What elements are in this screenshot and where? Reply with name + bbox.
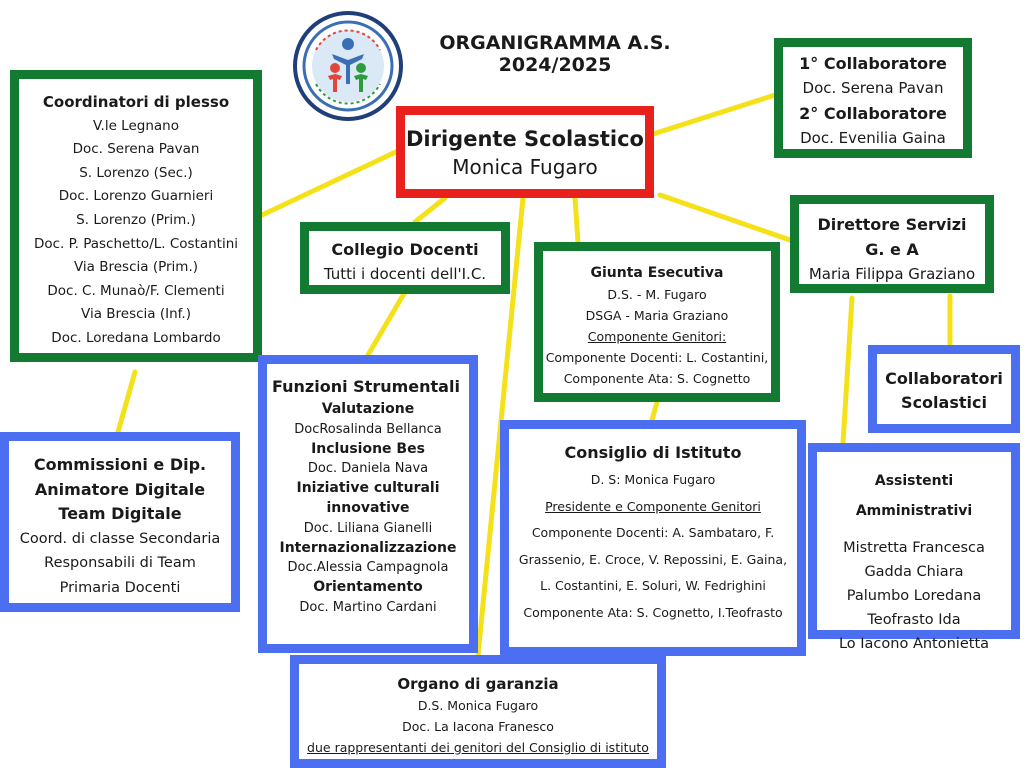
collaboratori-box: 1° Collaboratore Doc. Serena Pavan 2° Co…	[774, 38, 972, 158]
consiglio-line: Grassenio, E. Croce, V. Repossini, E. Ga…	[518, 551, 788, 567]
coordinatori-line: S. Lorenzo (Prim.)	[76, 211, 196, 228]
first-collaboratore-title: 1° Collaboratore	[799, 54, 947, 73]
dirigente-title: Dirigente Scolastico	[406, 127, 644, 151]
connector-giunta	[572, 195, 581, 245]
coordinatori-line: Doc. Serena Pavan	[72, 141, 200, 158]
assistenti-name: Gadda Chiara	[864, 564, 964, 580]
second-collaboratore-name: Doc. Evenilia Gaina	[800, 129, 946, 147]
coordinatori-title: Coordinatori di plesso	[42, 93, 230, 111]
giunta-title: Giunta Esecutiva	[590, 265, 724, 281]
coordinatori-box: Coordinatori di plesso V.le Legnano Doc.…	[10, 70, 262, 362]
giunta-genitori: Componente Genitori:	[587, 329, 727, 344]
collab-scol-line: Collaboratori	[885, 369, 1003, 388]
coordinatori-line: Doc. P. Paschetto/L. Costantini	[33, 235, 239, 252]
consiglio-genitori: Presidente e Componente Genitori	[545, 498, 761, 514]
connector-commissioni	[115, 369, 138, 435]
connector-collaboratori	[647, 92, 778, 138]
assistenti-name: Teofrasto Ida	[867, 612, 961, 628]
direttore-title-2: G. e A	[865, 240, 919, 259]
giunta-line: DSGA - Maria Graziano	[585, 308, 729, 323]
consiglio-line: Componente Ata: S. Cognetto, I.Teofrasto	[523, 604, 783, 620]
funzioni-title: Funzioni Strumentali	[272, 377, 460, 396]
organo-title: Organo di garanzia	[397, 675, 559, 693]
consiglio-line: D. S: Monica Fugaro	[590, 472, 716, 487]
collegio-box: Collegio Docenti Tutti i docenti dell'I.…	[300, 222, 510, 294]
assistenti-title: Assistenti Amministrativi	[855, 473, 973, 519]
coordinatori-line: Doc. C. Munaò/F. Clementi	[47, 282, 225, 299]
connector-collegio	[412, 195, 448, 225]
collab-scol-line: Scolastici	[901, 393, 987, 412]
collegio-text: Tutti i docenti dell'I.C.	[323, 265, 487, 283]
funzioni-box: Funzioni Strumentali Valutazione DocRosa…	[258, 355, 478, 653]
direttore-name: Maria Filippa Graziano	[808, 265, 976, 283]
coordinatori-line: S. Lorenzo (Sec.)	[79, 164, 193, 181]
connector-coordinatori	[259, 147, 403, 218]
connector-assistenti	[840, 295, 855, 446]
direttore-box: Direttore Servizi G. e A Maria Filippa G…	[790, 195, 994, 293]
funzioni-person: DocRosalinda Bellanca	[294, 421, 442, 437]
commissioni-box: Commissioni e Dip. Animatore Digitale Te…	[0, 432, 240, 612]
animatore-title: Animatore Digitale	[34, 479, 206, 499]
commissioni-line: Coord. di classe Secondaria	[19, 530, 221, 547]
funzioni-person: Doc.Alessia Campagnola	[287, 560, 449, 576]
giunta-line: D.S. - M. Fugaro	[607, 287, 707, 302]
school-logo	[292, 10, 404, 122]
chart-title: ORGANIGRAMMA A.S. 2024/2025	[410, 32, 700, 76]
connector-direttore	[657, 192, 793, 243]
second-collaboratore-title: 2° Collaboratore	[799, 104, 947, 123]
funzioni-heading: Iniziative culturali	[296, 480, 440, 497]
funzioni-heading: Internazionalizzazione	[279, 539, 457, 556]
first-collaboratore-name: Doc. Serena Pavan	[802, 79, 944, 97]
commissioni-line: Responsabili di Team	[44, 555, 196, 571]
funzioni-person: Doc. Martino Cardani	[299, 599, 437, 615]
collegio-title: Collegio Docenti	[331, 240, 479, 259]
coordinatori-line: Doc. Lorenzo Guarnieri	[58, 188, 214, 205]
consiglio-line: L. Costantini, E. Soluri, W. Fedrighini	[540, 578, 766, 593]
assistenti-name: Mistretta Francesca	[843, 540, 985, 556]
organo-genitori: due rappresentanti dei genitori del Cons…	[307, 740, 649, 755]
team-title: Team Digitale	[58, 504, 182, 523]
funzioni-person: Doc. Daniela Nava	[307, 461, 429, 477]
funzioni-heading: Inclusione Bes	[311, 440, 425, 457]
chart-title-line1: ORGANIGRAMMA A.S.	[439, 32, 671, 54]
people-logo-icon	[293, 11, 403, 121]
consiglio-box: Consiglio di Istituto D. S: Monica Fugar…	[500, 420, 806, 656]
organo-line: D.S. Monica Fugaro	[417, 698, 539, 713]
assistenti-box: Assistenti Amministrativi Mistretta Fran…	[808, 443, 1020, 652]
chart-title-line2: 2024/2025	[498, 54, 612, 76]
funzioni-heading: innovative	[326, 499, 410, 516]
giunta-box: Giunta Esecutiva D.S. - M. Fugaro DSGA -…	[534, 242, 780, 402]
commissioni-line: Primaria Docenti	[59, 579, 181, 596]
assistenti-name: Lo Iacono Antonietta	[838, 636, 990, 652]
dirigente-box: Dirigente Scolastico Monica Fugaro	[396, 106, 654, 198]
giunta-line: Componente Docenti: L. Costantini,	[545, 350, 769, 365]
consiglio-line: Componente Docenti: A. Sambataro, F.	[531, 525, 775, 540]
coordinatori-line: V.le Legnano	[93, 117, 179, 134]
organo-line: Doc. La Iacona Franesco	[402, 719, 554, 734]
funzioni-heading: Orientamento	[313, 579, 423, 596]
giunta-line: Componente Ata: S. Cognetto	[563, 371, 751, 386]
connector-consiglio	[649, 399, 660, 423]
coordinatori-line: Doc. Loredana Lombardo	[51, 329, 221, 346]
collab-scol-box: Collaboratori Scolastici	[868, 345, 1020, 433]
connector-funzioni	[365, 289, 408, 358]
coordinatori-line: Via Brescia (Prim.)	[73, 259, 199, 276]
assistenti-name: Palumbo Loredana	[846, 588, 982, 604]
commissioni-title: Commissioni e Dip.	[33, 455, 207, 474]
consiglio-title: Consiglio di Istituto	[564, 443, 742, 462]
organo-box: Organo di garanzia D.S. Monica Fugaro Do…	[290, 655, 666, 768]
coordinatori-line: Via Brescia (Inf.)	[81, 306, 191, 323]
funzioni-person: Doc. Liliana Gianelli	[303, 520, 433, 536]
funzioni-heading: Valutazione	[321, 401, 415, 417]
direttore-title: Direttore Servizi	[817, 215, 967, 234]
dirigente-name: Monica Fugaro	[452, 155, 598, 179]
